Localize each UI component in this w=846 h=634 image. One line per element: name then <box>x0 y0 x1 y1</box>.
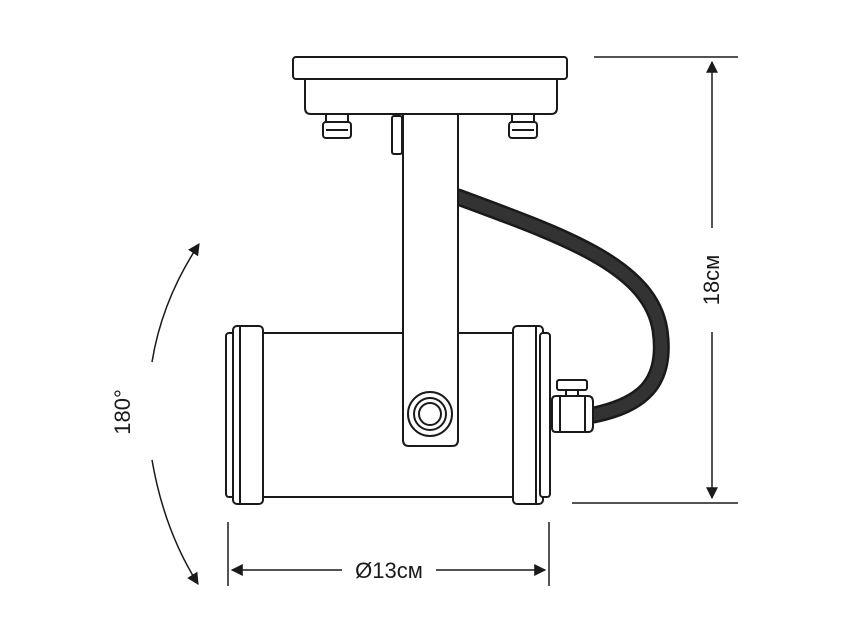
rotation-arc-lower <box>151 459 199 586</box>
height-label: 18см <box>699 255 724 306</box>
pivot-knob <box>407 391 453 437</box>
diameter-dimension <box>227 522 550 586</box>
height-dimension <box>572 56 738 504</box>
cable-gland <box>551 379 594 433</box>
rotation-label: 180° <box>110 389 135 435</box>
ceiling-mount-plate <box>292 56 568 115</box>
power-cable <box>449 188 670 424</box>
rotation-arc-upper <box>151 242 200 363</box>
mount-screw-left <box>322 113 352 139</box>
lamp-end-cap-right <box>512 325 551 505</box>
mounting-stem <box>391 113 459 447</box>
lamp-end-cap-left <box>225 325 264 505</box>
rotation-dimension <box>151 242 200 586</box>
mount-screw-right <box>508 113 538 139</box>
diameter-label: Ø13см <box>355 558 423 583</box>
lamp-body <box>261 332 515 498</box>
